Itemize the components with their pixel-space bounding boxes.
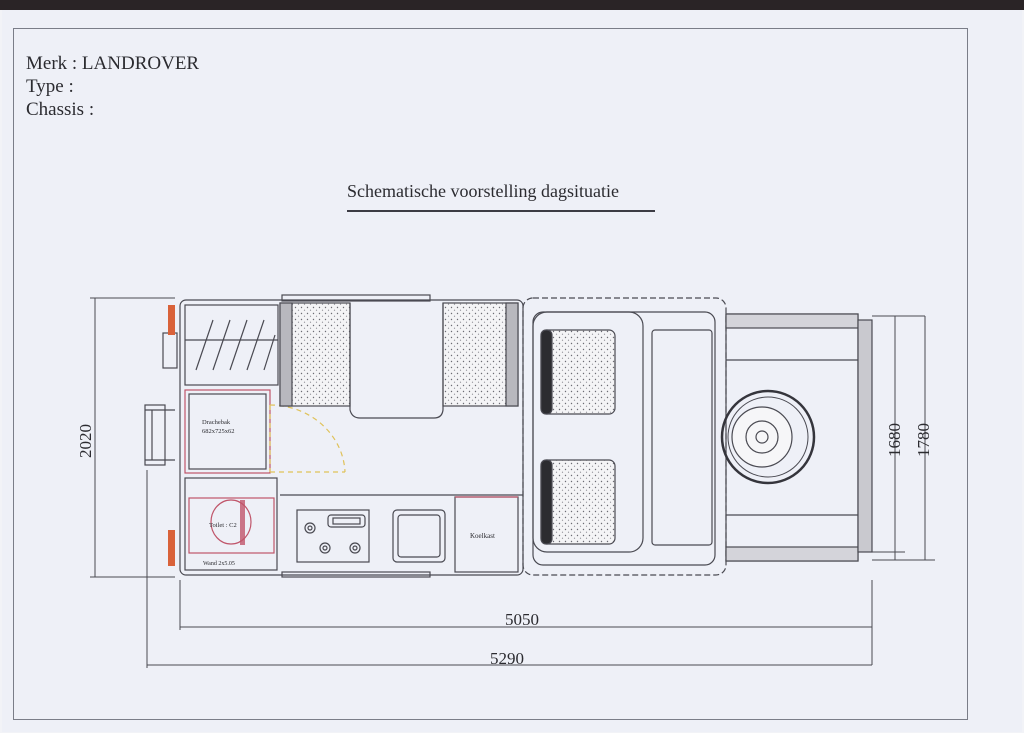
drawing-frame	[13, 28, 968, 720]
rack-slats	[195, 319, 276, 371]
title-underline	[347, 210, 655, 212]
toilet-cabinet	[184, 477, 278, 571]
spare-wheel	[720, 389, 816, 485]
scan-top-edge	[0, 0, 1024, 10]
cab-bench	[532, 311, 644, 553]
sink-unit	[184, 389, 271, 474]
roof-edge	[281, 294, 431, 302]
wall-label: Wand 2x5.05	[203, 561, 235, 567]
table	[349, 303, 444, 419]
rear-step	[144, 404, 166, 466]
dimension-width-outer: 1780	[914, 423, 933, 457]
sink-size-label: 682x725x62	[202, 428, 235, 435]
dimension-length-total: 5290	[490, 649, 524, 668]
toilet-bowl	[210, 499, 252, 545]
sink-label: Drachebak	[202, 419, 231, 426]
fridge-label: Koelkast	[470, 532, 495, 540]
stove	[296, 509, 370, 563]
front-bumper	[857, 319, 873, 553]
floor-edge	[281, 571, 431, 578]
diagram-title: Schematische voorstelling dagsituatie	[347, 181, 619, 201]
chassis-line: Chassis :	[26, 99, 95, 120]
storage-rack	[184, 304, 279, 386]
dimension-width-inner: 1680	[885, 423, 904, 457]
door-swing	[269, 404, 346, 473]
sink-basin	[392, 509, 446, 563]
brand-line: Merk : LANDROVER	[26, 53, 200, 74]
toilet-label: Toilet : C2	[209, 522, 237, 529]
type-line: Type :	[26, 76, 74, 97]
dimension-height-total: 2020	[76, 424, 95, 458]
dashboard	[651, 329, 713, 546]
dimension-length-body: 5050	[505, 610, 539, 629]
title-block: Merk : LANDROVER Type : Chassis :	[26, 52, 199, 121]
rear-handle	[162, 332, 178, 369]
